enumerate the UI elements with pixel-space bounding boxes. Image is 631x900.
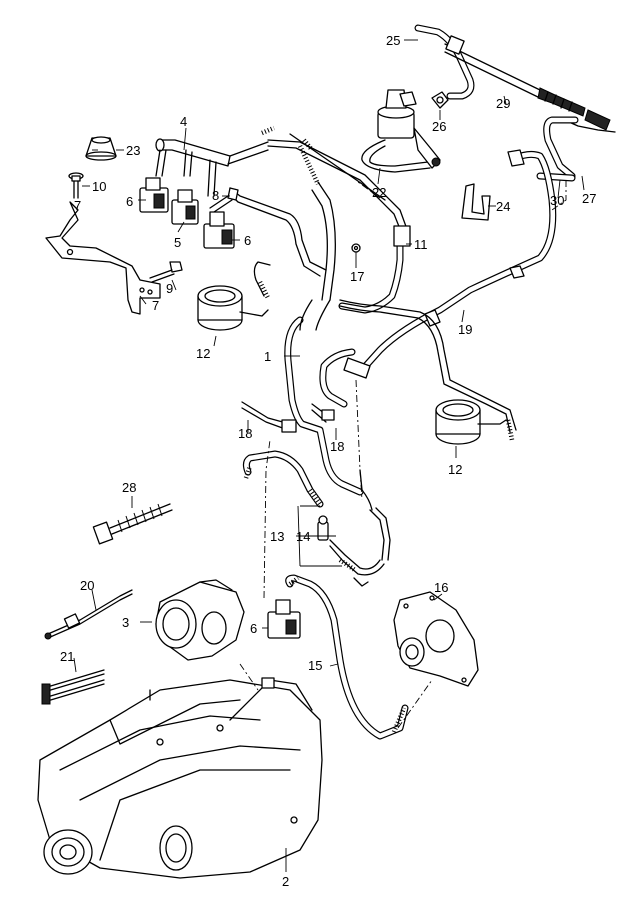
callout-labels: 1 2 3 4 5 6 6 6 7 7 8 9 10 11 12 12 13 1… xyxy=(60,33,596,889)
part-3-throttle-body xyxy=(155,579,245,661)
callout-11: 11 xyxy=(414,237,428,252)
callout-20: 20 xyxy=(80,578,94,593)
callout-26: 26 xyxy=(432,119,446,134)
callout-16: 16 xyxy=(434,580,448,595)
callout-17: 17 xyxy=(350,269,364,284)
part-6-valve-bottom xyxy=(267,599,301,639)
callout-14: 14 xyxy=(296,529,310,544)
part-9-bolt xyxy=(149,261,183,283)
callout-3: 3 xyxy=(122,615,129,630)
callout-7a: 7 xyxy=(74,198,81,213)
callout-19: 19 xyxy=(458,322,472,337)
part-8-bolt xyxy=(209,187,239,213)
callout-1: 1 xyxy=(264,349,271,364)
callout-24: 24 xyxy=(496,199,510,214)
callout-18b: 18 xyxy=(330,439,344,454)
callout-30: 30 xyxy=(550,193,564,208)
part-7-bracket xyxy=(45,201,161,315)
callout-25: 25 xyxy=(386,33,400,48)
callout-23: 23 xyxy=(126,143,140,158)
part-26-clip xyxy=(431,91,449,109)
callout-22: 22 xyxy=(372,185,386,200)
callout-27: 27 xyxy=(582,191,596,206)
part-10-bolt xyxy=(68,172,84,199)
callout-15: 15 xyxy=(308,658,322,673)
part-23-grommet xyxy=(85,136,117,161)
part-14-check-valve xyxy=(317,515,329,541)
hose-network xyxy=(229,24,616,740)
part-12-valve-lower xyxy=(435,399,507,445)
callout-28: 28 xyxy=(122,480,136,495)
callout-6c: 6 xyxy=(250,621,257,636)
callout-18a: 18 xyxy=(238,426,252,441)
callout-6b: 6 xyxy=(244,233,251,248)
part-6-valve-right xyxy=(203,211,235,249)
part-5-valve-middle xyxy=(171,189,199,225)
callout-9: 9 xyxy=(166,281,173,296)
leader-lines xyxy=(73,39,585,872)
callout-7b: 7 xyxy=(152,298,159,313)
callout-10: 10 xyxy=(92,179,106,194)
callout-21: 21 xyxy=(60,649,74,664)
part-24-bracket xyxy=(461,183,491,221)
callout-12b: 12 xyxy=(448,462,462,477)
part-28-cable-tie xyxy=(92,503,173,545)
part-4-pipe-assembly xyxy=(155,138,269,197)
callout-5: 5 xyxy=(174,235,181,250)
callout-8: 8 xyxy=(212,188,219,203)
callout-2: 2 xyxy=(282,874,289,889)
part-21-ties xyxy=(41,669,105,705)
part-22-valve xyxy=(377,89,441,169)
callout-29: 29 xyxy=(496,96,510,111)
callout-4: 4 xyxy=(180,114,187,129)
part-20-strap xyxy=(44,589,133,640)
callout-13: 13 xyxy=(270,529,284,544)
part-16-mount-plate xyxy=(393,591,479,687)
part-17-nut xyxy=(351,243,361,253)
part-2-supercharger xyxy=(37,677,323,879)
callout-6a: 6 xyxy=(126,194,133,209)
callout-12a: 12 xyxy=(196,346,210,361)
part-12-valve-upper xyxy=(197,285,269,331)
part-6-valve-left xyxy=(139,177,169,213)
